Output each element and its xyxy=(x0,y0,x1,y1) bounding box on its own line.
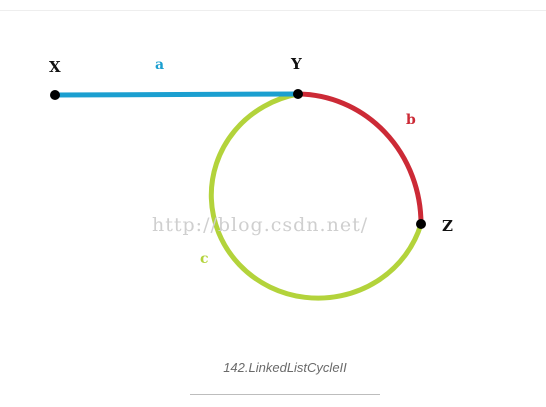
label-b: b xyxy=(406,112,416,128)
label-c: c xyxy=(200,251,209,267)
figure-caption: 142.LinkedListCycleII xyxy=(223,360,347,375)
label-a: a xyxy=(155,57,164,73)
watermark: http://blog.csdn.net/ xyxy=(152,214,368,236)
label-x: X xyxy=(49,58,61,76)
node-y xyxy=(293,89,303,99)
top-divider xyxy=(0,10,546,11)
segment-b-arc xyxy=(295,91,424,227)
label-z: Z xyxy=(442,217,453,235)
node-x xyxy=(50,90,60,100)
segment-a-line xyxy=(52,91,301,98)
label-y: Y xyxy=(290,55,302,73)
caption-underline xyxy=(190,394,380,395)
node-z xyxy=(416,219,426,229)
segment-c-arc xyxy=(208,91,424,301)
